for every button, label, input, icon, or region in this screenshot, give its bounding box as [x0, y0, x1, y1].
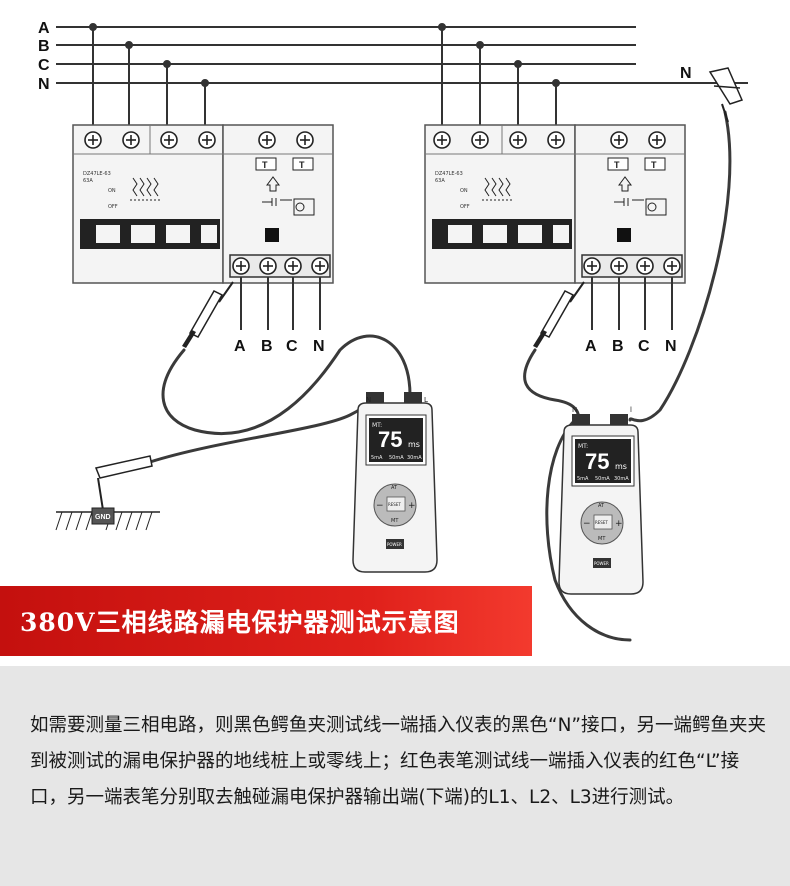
- bus-drops: [89, 23, 560, 128]
- output-left-a: A: [234, 338, 246, 355]
- breaker-right-rating: 63A: [435, 178, 445, 184]
- gnd-clamp: GND: [55, 455, 160, 531]
- breaker-left-on: ON: [108, 188, 116, 194]
- output-right-c: C: [638, 338, 650, 355]
- meter-right-port-l: l: [630, 406, 632, 414]
- svg-text:T: T: [299, 160, 305, 170]
- gnd-label: GND: [95, 514, 111, 521]
- meter-left-sub-mid: 50mA: [389, 455, 404, 461]
- n-clamp: [708, 67, 744, 123]
- meter-right-btn-plus: +: [615, 519, 623, 529]
- svg-text:T: T: [262, 160, 268, 170]
- meter-left-port-n: N: [366, 396, 371, 404]
- meter-left-screen-top: MT:: [372, 422, 382, 429]
- output-wires: [240, 277, 673, 330]
- meter-left-btn-center: RESET: [388, 502, 401, 507]
- meter-right-reading: 75: [585, 449, 609, 474]
- output-right-a: A: [585, 338, 597, 355]
- svg-text:T: T: [614, 160, 620, 170]
- bus-label-n: N: [38, 76, 50, 93]
- meter-right-sub-mid: 50mA: [595, 476, 610, 482]
- meter-right-sub-right: 30mA: [614, 476, 629, 482]
- meter-right-power: POWER: [594, 561, 609, 566]
- description-panel: 如需要测量三相电路，则黑色鳄鱼夹测试线一端插入仪表的黑色“N”接口，另一端鳄鱼夹…: [0, 666, 790, 886]
- meter-left-power: POWER: [387, 542, 402, 547]
- title-banner: 380V三相线路漏电保护器测试示意图: [0, 586, 532, 656]
- breaker-left-rating: 63A: [83, 178, 93, 184]
- breaker-right: DZ47LE-63 63A ON OFF T T: [424, 124, 686, 284]
- meter-left-btn-minus: −: [376, 501, 384, 511]
- breaker-right-on: ON: [460, 188, 468, 194]
- output-right-b: B: [612, 338, 624, 355]
- meter-left-btn-bottom: MT: [391, 518, 399, 524]
- meter-left-btn-plus: +: [408, 501, 416, 511]
- breaker-left-off: OFF: [108, 204, 118, 210]
- probe-right: [533, 281, 585, 348]
- meter-right-port-n: N: [572, 406, 577, 414]
- meter-right-btn-center: RESET: [595, 520, 608, 525]
- output-labels: A B C N A B C N: [234, 338, 677, 355]
- meter-left-sub-right: 30mA: [407, 455, 422, 461]
- meter-left-port-l: L: [424, 396, 428, 404]
- bus-labels: A B C N: [38, 20, 50, 93]
- page-title: 380V三相线路漏电保护器测试示意图: [20, 608, 460, 637]
- description-text: 如需要测量三相电路，则黑色鳄鱼夹测试线一端插入仪表的黑色“N”接口，另一端鳄鱼夹…: [30, 715, 767, 808]
- output-left-b: B: [261, 338, 273, 355]
- svg-text:T: T: [651, 160, 657, 170]
- meter-right-btn-top: AT: [598, 503, 605, 509]
- meter-right-sub-left: 5mA: [577, 476, 589, 482]
- breaker-left-model: DZ47LE-63: [83, 171, 111, 177]
- breaker-right-model: DZ47LE-63: [435, 171, 463, 177]
- output-right-n: N: [665, 338, 677, 355]
- bus-label-b: B: [38, 38, 50, 55]
- probe-left: [182, 281, 234, 348]
- tester-left: N L MT: 75 ms 5mA 50mA 30mA AT RESET MT …: [352, 392, 438, 573]
- breaker-left: DZ47LE-63 63A ON OFF T T: [72, 124, 334, 284]
- meter-right-btn-bottom: MT: [598, 536, 606, 542]
- meter-left-sub-left: 5mA: [371, 455, 383, 461]
- circuit-diagram: A B C N N DZ47LE-63 63A ON OFF T: [38, 20, 748, 642]
- meter-right-screen-top: MT:: [578, 443, 588, 450]
- tester-right: N l MT: 75 ms 5mA 50mA 30mA AT RESET MT …: [558, 406, 644, 595]
- bus-label-a: A: [38, 20, 50, 37]
- bus-label-c: C: [38, 57, 50, 74]
- bus-bars: [56, 26, 748, 84]
- meter-left-btn-top: AT: [391, 485, 398, 491]
- output-left-c: C: [286, 338, 298, 355]
- meter-right-btn-minus: −: [583, 519, 591, 529]
- meter-left-reading: 75: [378, 427, 402, 452]
- breaker-right-off: OFF: [460, 204, 470, 210]
- output-left-n: N: [313, 338, 325, 355]
- n-clamp-label: N: [680, 65, 692, 82]
- meter-left-unit: ms: [408, 440, 420, 449]
- meter-right-unit: ms: [615, 462, 627, 471]
